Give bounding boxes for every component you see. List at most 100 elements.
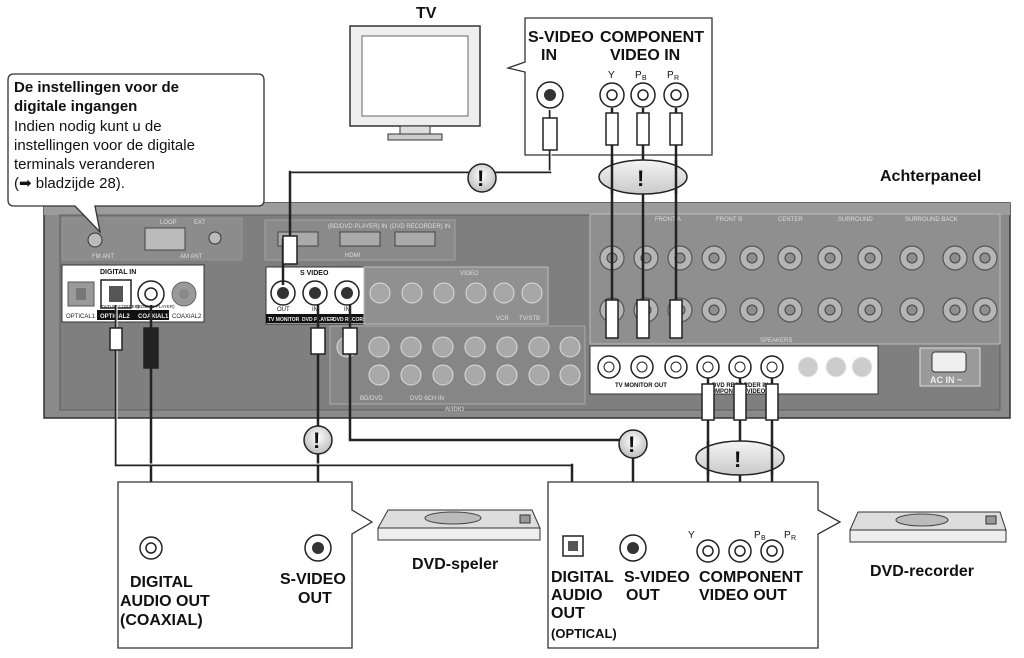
dvd-player-coaxial-out-jack: [139, 536, 163, 560]
s-video-tv-monitor-out-jack: [270, 280, 296, 306]
tv-svideo-in-line1: S-VIDEO: [528, 29, 594, 46]
optical1-jack: [67, 281, 95, 307]
callout-body-line4: (➡ bladzijde 28).: [14, 175, 125, 192]
dvd-6ch-in-label: DVD 6CH IN: [410, 396, 444, 402]
rec-y-label: Y: [688, 530, 695, 541]
bd-dvd-audio-label: BD/DVD: [360, 396, 383, 402]
surround-label: SURROUND: [838, 217, 873, 223]
s-video-dvd-recorder-in-jack: [334, 280, 360, 306]
rec-pb-label: P: [754, 530, 761, 541]
front-b-label: FRONT B: [716, 217, 742, 223]
rec-svideo-line2: OUT: [626, 587, 660, 604]
tv-component-jacks: [599, 82, 689, 108]
coaxial2-jack: [171, 281, 197, 307]
warning-icon: !: [467, 163, 497, 193]
tv-pb-sub: B: [642, 75, 647, 82]
tv-monitor-label: TV MONITOR: [268, 317, 300, 323]
video-panel-label: VIDEO: [460, 271, 479, 277]
dvd-player-svideo-line1: S-VIDEO: [280, 571, 346, 588]
s-video-in2-label: IN: [344, 307, 350, 313]
tv-component-line2: VIDEO IN: [610, 47, 680, 64]
coaxial2-label: COAXIAL2: [172, 314, 202, 320]
dvd-recorder-connections-box: [547, 481, 842, 649]
rear-panel: FM ANT AM ANT LOOP EXT DIGITAL IN OPTICA…: [43, 202, 1011, 419]
rec-component-line1: COMPONENT: [699, 569, 803, 586]
s-video-panel-label: S VIDEO: [300, 270, 329, 277]
rec-pb-sub: B: [761, 535, 766, 542]
optical2-jack: [100, 279, 132, 309]
dvd-player-digital-line1: DIGITAL: [130, 574, 193, 591]
rec-pr-sub: R: [791, 535, 796, 542]
warning-icon: !: [618, 429, 648, 459]
rec-pr-label: P: [784, 530, 791, 541]
warning-icon: !: [637, 166, 644, 191]
ac-in-label: AC IN ~: [930, 375, 962, 385]
s-video-dvd-player-in-jack: [302, 280, 328, 306]
s-video-out-label: OUT: [277, 307, 290, 313]
dvd-recorder-svideo-out-jack: [619, 534, 647, 562]
front-a-label: FRONT A: [655, 217, 681, 223]
svg-text:!: !: [477, 166, 484, 191]
tv-pr-sub: R: [674, 75, 679, 82]
svg-text:!: !: [313, 428, 320, 453]
center-label: CENTER: [778, 217, 803, 223]
dvd-recorder-label: DVD RECORDER: [333, 317, 374, 323]
tv-pr-label: P: [667, 70, 674, 81]
rear-panel-title: Achterpaneel: [880, 168, 981, 185]
settings-callout: [7, 73, 265, 235]
dvd-player-svideo-out-jack: [304, 534, 332, 562]
callout-title-line2: digitale ingangen: [14, 98, 137, 115]
speakers-label: SPEAKERS: [760, 338, 792, 344]
optical2-sublabel: (DVD RECORDER): [100, 304, 140, 309]
rec-svideo-line1: S-VIDEO: [624, 569, 690, 586]
dvd-player-svideo-line2: OUT: [298, 590, 332, 607]
dvd-recorder-component-out-jacks: [696, 539, 784, 563]
callout-title-line1: De instellingen voor de: [14, 79, 179, 96]
dvd-recorder-icon: [849, 511, 1007, 543]
svg-text:!: !: [628, 432, 635, 457]
hdmi-dvd-recorder-label: (DVD RECORDER) IN: [390, 224, 450, 230]
tv-y-label: Y: [608, 70, 615, 81]
tv-svideo-in-line2: IN: [541, 47, 557, 64]
fm-ant-label: FM ANT: [92, 254, 114, 260]
coaxial1-sublabel: (BD/DVD PLAYER): [136, 304, 175, 309]
tv-monitor-out-label: TV MONITOR OUT: [615, 383, 667, 389]
rec-digital-line4: (OPTICAL): [551, 626, 617, 641]
tv-component-line1: COMPONENT: [600, 29, 704, 46]
dvd-player-label: DVD-speler: [412, 556, 498, 573]
tv-label: TV: [416, 5, 437, 22]
rec-digital-line2: AUDIO: [551, 587, 603, 604]
am-ant-label: AM ANT: [180, 254, 203, 260]
callout-body-line1: Indien nodig kunt u de: [14, 118, 162, 135]
loop-label: LOOP: [160, 220, 177, 226]
audio-panel-label: AUDIO: [445, 407, 464, 413]
rec-digital-line3: OUT: [551, 605, 585, 622]
tv-pb-label: P: [635, 70, 642, 81]
hdmi-label: HDMI: [345, 253, 361, 259]
dvd-recorder-label: DVD-recorder: [870, 563, 974, 580]
s-video-in1-label: IN: [312, 307, 318, 313]
coaxial1-label: COAXIAL1: [138, 314, 169, 320]
optical1-label: OPTICAL1: [66, 314, 96, 320]
svg-text:!: !: [637, 166, 644, 191]
tv-icon: [349, 25, 481, 141]
callout-body-line2: instellingen voor de digitale: [14, 137, 195, 154]
dvd-player-digital-line3: (COAXIAL): [120, 612, 203, 629]
dvd-player-connections-box: [117, 481, 374, 649]
component-bundle-top: [598, 159, 688, 195]
dvd-player-icon: [377, 509, 541, 541]
rec-component-line2: VIDEO OUT: [699, 587, 787, 604]
digital-in-label: DIGITAL IN: [100, 269, 136, 276]
component-bundle-bottom: [695, 440, 785, 476]
vcr-label: VCR: [496, 316, 509, 322]
callout-body-line3: terminals veranderen: [14, 156, 155, 173]
ext-label: EXT: [194, 220, 206, 226]
hdmi-bd-dvd-label: (BD/DVD PLAYER) IN: [328, 224, 387, 230]
tv-svideo-jack: [536, 81, 564, 109]
tv-stb-label: TV/STB: [519, 316, 540, 322]
svg-text:!: !: [734, 447, 741, 472]
surround-back-label: SURROUND BACK: [905, 217, 958, 223]
dvd-player-digital-line2: AUDIO OUT: [120, 593, 210, 610]
warning-icon: !: [734, 447, 741, 472]
